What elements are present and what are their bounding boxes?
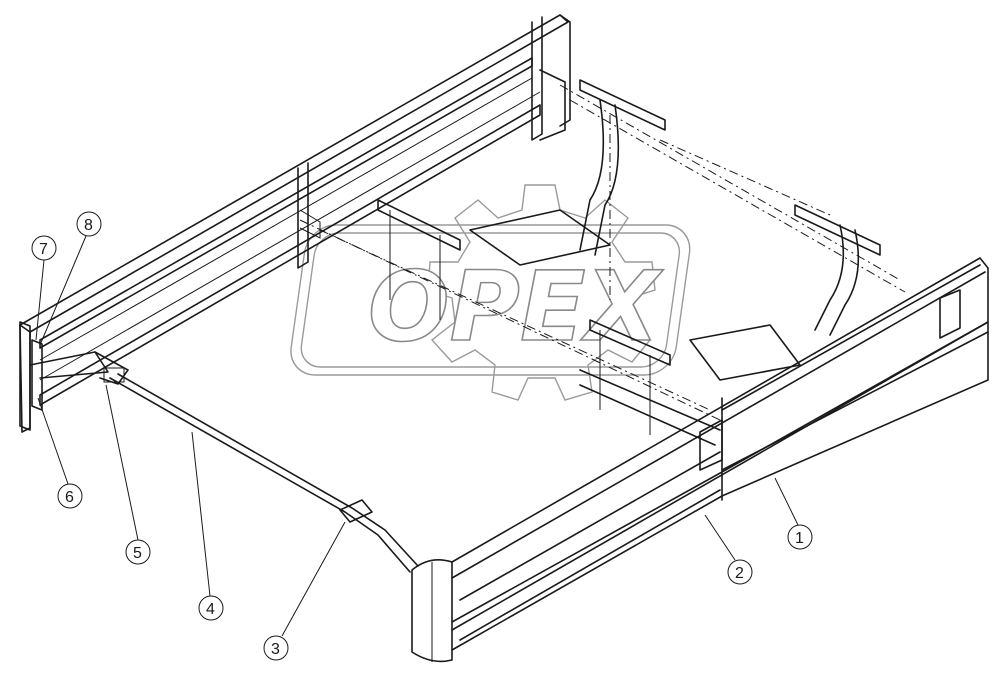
callout-3 [263,635,289,661]
callout-1 [787,524,813,550]
watermark-text: OPEX [368,251,664,363]
inner-frame [299,79,906,446]
watermark-frame-inner [300,232,681,368]
gear-icon [427,184,656,401]
callouts: 1 2 3 4 5 6 7 8 [31,211,813,661]
callout-label-8: 8 [84,217,93,234]
callout-label-5: 5 [133,545,142,562]
callout-6 [57,483,83,509]
callout-8 [76,211,102,237]
watermark-frame [290,224,691,376]
callout-label-3: 3 [271,641,280,658]
callout-label-7: 7 [39,241,48,258]
front-rails [451,257,989,651]
callout-2 [727,559,753,585]
callout-label-4: 4 [206,601,215,618]
tie-rod [109,373,419,573]
callout-7 [31,235,57,261]
front-corner-post [411,559,453,663]
callout-label-1: 1 [795,530,804,547]
watermark: OPEX [290,184,691,401]
callout-label-2: 2 [735,565,744,582]
callout-5 [125,539,151,565]
back-rail [19,14,571,433]
callout-4 [198,595,224,621]
callout-label-6: 6 [65,489,74,506]
